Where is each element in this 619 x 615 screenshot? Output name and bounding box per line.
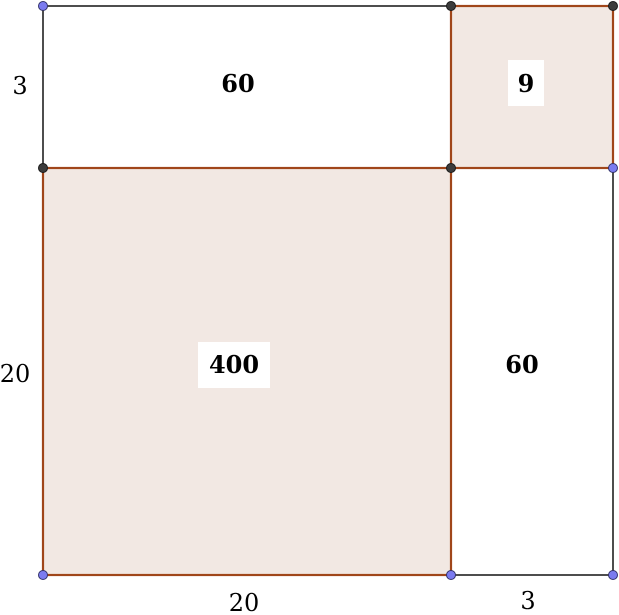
area-label-top-right: 9	[518, 69, 535, 98]
point-marker	[446, 1, 456, 11]
point-marker	[608, 163, 618, 173]
point-marker	[38, 1, 48, 11]
side-label-left-lower: 20	[0, 360, 30, 388]
top-left-rectangle	[42, 5, 452, 169]
point-marker	[38, 570, 48, 580]
bottom-right-rectangle	[450, 167, 614, 576]
point-marker	[608, 1, 618, 11]
point-marker	[446, 570, 456, 580]
side-label-top-left: 3	[12, 72, 27, 100]
label-bg-400	[198, 342, 270, 388]
side-label-bottom-left: 20	[229, 589, 260, 615]
area-label-top-left: 60	[221, 69, 254, 98]
side-label-bottom-right: 3	[520, 587, 535, 615]
area-label-bottom-right: 60	[505, 350, 538, 379]
label-bg-9	[508, 60, 544, 106]
point-marker	[608, 570, 618, 580]
area-label-bottom-left: 400	[209, 350, 259, 379]
point-marker	[38, 163, 48, 173]
point-marker	[446, 163, 456, 173]
